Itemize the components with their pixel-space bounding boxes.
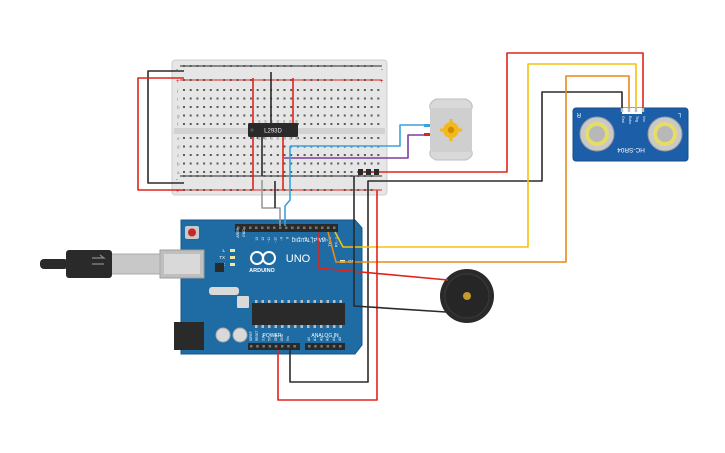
analog-pin-label: A1 [313,337,317,341]
digital-pin-label: ~6 [298,237,302,241]
rail-plus-label-top: + [176,79,180,85]
wire-motor-purple [284,134,424,159]
wire-sensor-trig [334,63,637,248]
wire-bb-gnd-bridge [147,70,184,184]
row-letter: h [177,105,180,110]
arduino-uno[interactable]: ARDUINO UNO DIGITAL (PWM~) POWER ANALOG … [159,219,363,355]
row-letter: d [177,145,180,150]
digital-pin-label: ~11 [267,237,271,243]
arduino-model: UNO [286,253,311,265]
rail-minus-label-top: - [176,67,178,73]
wire-buzzer-red [317,232,449,281]
sensor-pin-label: Trig [635,116,639,122]
wire-sensor-echo [327,75,630,263]
row-letter: b [177,162,180,167]
row-letter: f [177,122,179,127]
digital-pin-label: 7 [292,237,296,239]
power-pin-label: RESET [255,330,259,341]
analog-label: ANALOG IN [311,333,339,339]
wire-motor-blue [290,124,424,147]
arduino-brand: ARDUINO [249,268,275,274]
wire-ic-blue [284,146,291,226]
power-pin-label: 3.3V [261,334,265,341]
led-tx-label: TX [219,255,225,260]
wire-buzzer-black [353,176,447,313]
analog-pin-label: A2 [319,337,323,341]
power-pin-label: 5V [268,336,272,341]
row-letter: j [176,88,178,93]
power-pin-label: GND [274,333,278,341]
digital-pin-label: 13 [255,237,259,241]
sensor-mark-right: L [677,111,681,117]
row-letter: e [177,136,180,141]
digital-pin-label: 4 [310,237,314,239]
wire-bb-vcc-bridge [137,77,184,191]
sensor-pin-label: Gnd [621,116,625,123]
dc-motor-icon[interactable] [424,98,473,161]
aref-label: AREF [236,227,240,237]
sensor-model: HC-SR04 [617,146,645,153]
sensor-pin-label: Vcc [642,116,646,122]
row-letter: i [177,97,178,102]
sensor-pin-label: Echo [628,116,632,124]
power-pin-label: IOREF [249,331,253,341]
power-pin-label: Vin [286,336,290,341]
analog-pin-label: A3 [326,337,330,341]
digital-pin-label: 2 [322,237,326,239]
sensor-mark-left: R [576,111,581,117]
wire-5v [277,190,378,401]
digital-pin-label: 8 [286,237,290,239]
wire-sensor-gnd [289,91,623,383]
l293d-ic[interactable]: L293D [248,120,298,140]
digital-pin-label: 12 [261,237,265,241]
power-label: POWER [263,333,282,339]
power-pin-label: GND [280,333,284,341]
digital-pin-label: ~5 [304,237,308,241]
rail-minus-label-top-right: - [381,67,383,73]
row-letter: a [177,170,180,175]
digital-pin-label: ~10 [273,237,277,243]
rail-plus-label-top-right: + [380,79,384,85]
piezo-buzzer-icon[interactable] [440,269,494,323]
wires [137,52,644,401]
row-letter: g [177,114,180,119]
digital-pin-label: RX←0 [334,237,338,247]
ic-label: L293D [264,129,282,135]
digital-label: DIGITAL (PWM~) [292,238,331,244]
wire-ic-grey [261,180,281,226]
row-letter: c [177,153,180,158]
digital-pin-label: ~9 [279,237,283,241]
analog-pin-label: A0 [307,337,311,341]
led-l-label: L [222,248,225,253]
rail-plus-label-bottom: + [176,189,180,195]
usb-cable-icon [40,250,161,278]
analog-pin-label: A5 [338,337,342,341]
analog-pin-label: A4 [332,337,336,341]
arduino-logo-icon [250,251,276,265]
rail-minus-label-bottom: - [176,177,178,183]
gnd-label: GND [242,229,246,237]
